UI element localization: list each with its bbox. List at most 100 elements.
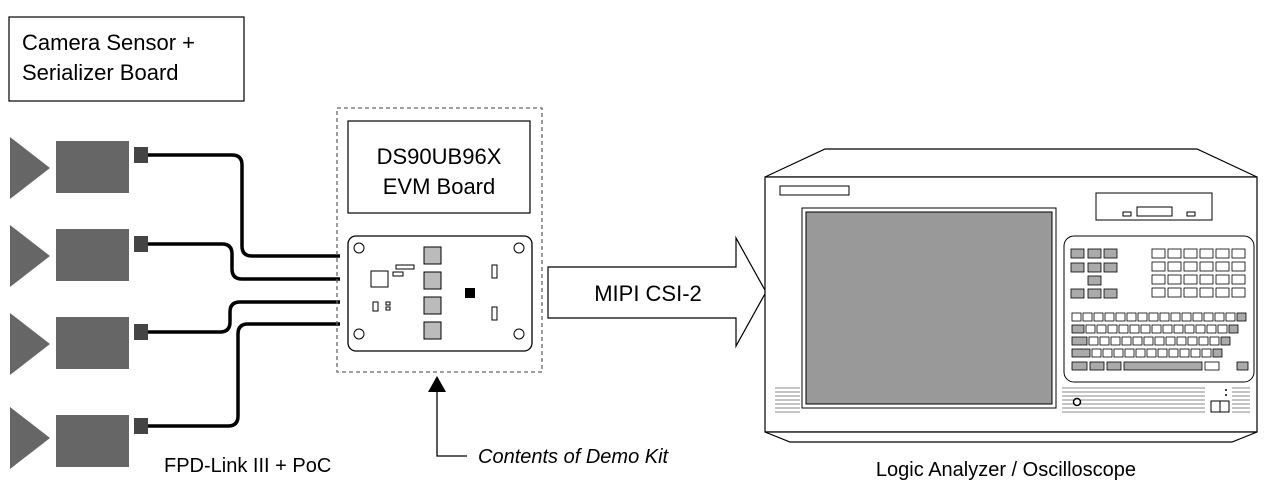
component-small [491,264,498,279]
display-screen [801,207,1057,409]
component-small [385,306,391,311]
mounting-hole-icon [513,242,525,254]
key [1181,312,1192,322]
key [1096,324,1107,334]
key [1103,262,1118,273]
camera-connector [134,236,148,252]
camera-connector [134,418,148,434]
key [1225,312,1236,322]
component-square [370,270,389,288]
key [1087,248,1102,259]
key [1146,348,1157,358]
keypad-panel [1063,235,1255,383]
key [1148,312,1159,322]
key [1091,348,1102,358]
camera-lens-icon [10,225,50,287]
key [1215,248,1230,259]
camera-serializer-label-box: Camera Sensor + Serializer Board [8,16,245,102]
camera-connector [134,324,148,340]
mounting-hole-icon [513,328,525,340]
logic-analyzer [764,148,1258,443]
key [1110,336,1121,346]
key [1126,312,1137,322]
key [1107,324,1118,334]
instrument-base [764,431,1258,443]
power-switch-icon [1210,389,1230,413]
connector-chip [423,246,442,265]
key [1199,248,1214,259]
key [1165,336,1176,346]
demo-kit-pointer: Contents of Demo Kit [428,376,670,468]
key [1115,312,1126,322]
floppy-drive-icon [1095,192,1213,221]
key [1087,288,1102,299]
instrument-label: Logic Analyzer / Oscilloscope [876,459,1136,481]
key [1183,274,1198,285]
key [1228,324,1239,334]
key [1106,361,1122,371]
mipi-csi2-arrow: MIPI CSI-2 [547,235,767,349]
key [1088,336,1099,346]
camera-3 [10,313,148,375]
key [1102,348,1113,358]
key [1129,324,1140,334]
component-small [392,271,404,277]
evm-label-box: DS90UB96X EVM Board [347,120,531,214]
mounting-hole-icon [353,242,365,254]
camera-box-line2: Serializer Board [22,60,179,85]
key [1187,336,1198,346]
key [1204,361,1220,371]
camera-body [56,317,129,369]
power-knob-icon [1072,397,1082,407]
key [1231,261,1246,272]
key [1103,288,1118,299]
key [1089,361,1105,371]
key [1201,348,1212,358]
key [1183,261,1198,272]
keypad [1070,248,1249,371]
key [1159,312,1170,322]
key [1140,324,1151,334]
key [1199,261,1214,272]
key [1184,324,1195,334]
camera-lens-icon [10,407,50,469]
key [1103,248,1118,259]
key [1070,262,1085,273]
key [1173,324,1184,334]
key [1099,336,1110,346]
camera-box-line1: Camera Sensor + [22,30,195,55]
key [1231,287,1246,298]
key [1236,361,1249,371]
key [1071,312,1082,322]
key [1124,348,1135,358]
key [1085,324,1096,334]
key [1231,248,1246,259]
mounting-hole-icon [353,328,365,340]
key [1071,348,1091,358]
key [1123,361,1203,371]
key [1236,312,1247,322]
key [1206,324,1217,334]
key [1087,275,1102,286]
key [1071,361,1088,371]
camera-1 [10,137,148,199]
key [1143,336,1154,346]
key [1087,262,1102,273]
camera-lens-icon [10,137,50,199]
camera-body [56,415,129,467]
key [1212,348,1223,358]
evm-board [347,235,533,352]
key [1151,261,1166,272]
key [1214,312,1225,322]
key [1192,312,1203,322]
key [1195,324,1206,334]
connector-chip [423,271,442,290]
component-small [491,306,498,321]
key [1137,312,1148,322]
evm-box-line2: EVM Board [383,174,496,199]
key [1154,336,1165,346]
key [1151,287,1166,298]
key [1104,312,1115,322]
key [1199,274,1214,285]
key [1167,248,1182,259]
